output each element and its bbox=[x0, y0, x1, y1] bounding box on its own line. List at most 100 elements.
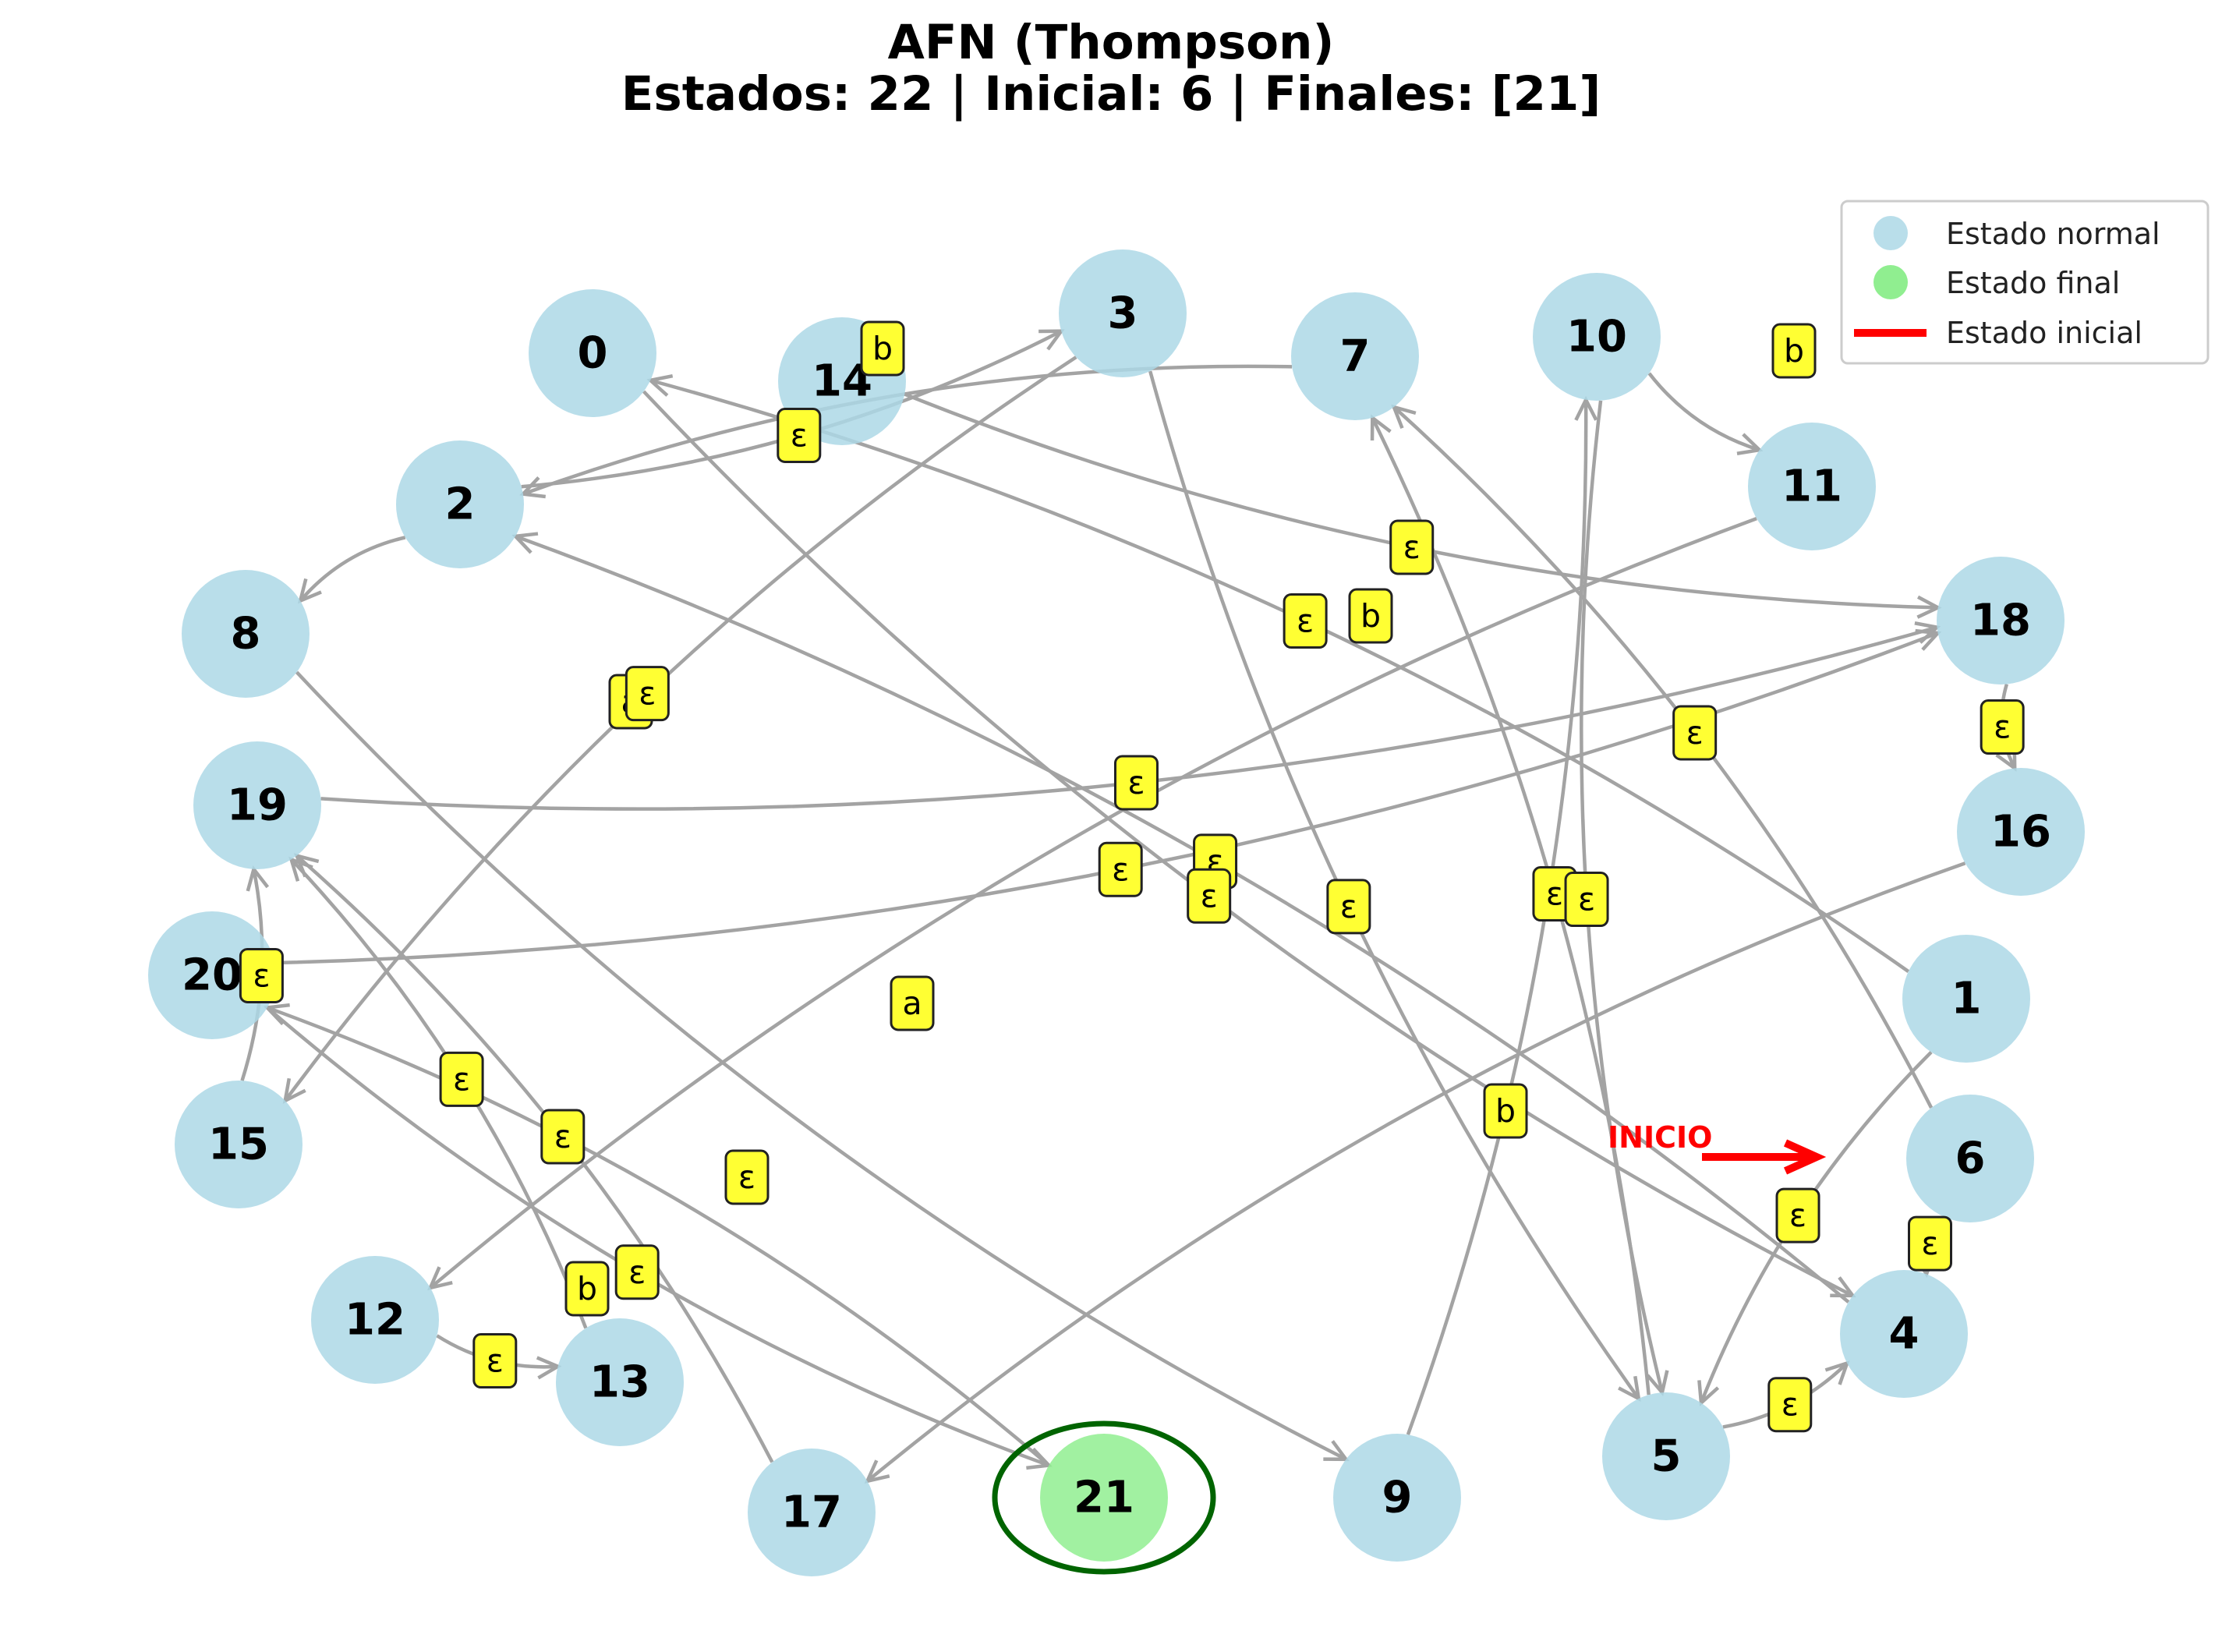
transition-arrowhead-6-7 bbox=[1391, 404, 1417, 429]
state-label: 13 bbox=[589, 1357, 650, 1408]
legend-normal-label: Estado normal bbox=[1946, 217, 2160, 251]
transition-label-1-5: ε bbox=[1775, 1187, 1820, 1243]
legend-final-label: Estado final bbox=[1946, 266, 2120, 300]
transition-arrowhead-9-10 bbox=[1574, 395, 1598, 421]
transition-label-box bbox=[439, 1051, 484, 1107]
transition-label-box bbox=[1908, 1215, 1952, 1272]
transition-arrowhead-10-5 bbox=[1646, 1370, 1669, 1397]
transition-symbol: ε bbox=[453, 1060, 470, 1098]
transition-21-20 bbox=[266, 1006, 1050, 1467]
transition-label-16-17: a bbox=[890, 975, 935, 1031]
transition-label-1-0: ε bbox=[1283, 593, 1328, 649]
transition-symbol: ε bbox=[1789, 1197, 1806, 1234]
transition-label-10-11: b bbox=[1771, 323, 1817, 379]
transition-symbol: ε bbox=[639, 675, 656, 713]
transition-symbol: ε bbox=[1201, 877, 1218, 914]
final-state-circle bbox=[1040, 1434, 1168, 1562]
transition-symbol: ε bbox=[738, 1159, 755, 1196]
legend-initial-label: Estado inicial bbox=[1946, 316, 2142, 350]
transition-symbol: ε bbox=[1546, 876, 1563, 913]
state-label: 6 bbox=[1955, 1134, 1986, 1184]
transition-8-9 bbox=[295, 670, 1347, 1461]
state-circle bbox=[1602, 1392, 1730, 1520]
state-8: 8 bbox=[182, 570, 310, 698]
transition-symbol: ε bbox=[1127, 764, 1145, 801]
state-label: 8 bbox=[231, 609, 261, 660]
chart-title: AFN (Thompson) Estados: 22 | Inicial: 6 … bbox=[0, 17, 2222, 120]
state-circle bbox=[175, 1081, 303, 1208]
transition-arrowhead-5-7 bbox=[1370, 414, 1392, 440]
state-9: 9 bbox=[1333, 1434, 1461, 1562]
transition-label-3-5: ε bbox=[1326, 879, 1371, 935]
state-label: 10 bbox=[1566, 312, 1627, 363]
state-2: 2 bbox=[396, 440, 524, 568]
transition-symbol: b bbox=[1495, 1092, 1516, 1130]
transition-label-box bbox=[624, 666, 670, 722]
state-0: 0 bbox=[529, 289, 656, 417]
transition-label-box bbox=[1775, 1187, 1820, 1243]
transition-label-box bbox=[614, 1244, 660, 1300]
transition-3-15 bbox=[283, 356, 1077, 1102]
transition-symbol: b bbox=[577, 1270, 597, 1307]
legend-normal-marker bbox=[1873, 216, 1908, 250]
state-label: 9 bbox=[1382, 1473, 1413, 1523]
final-state-ring bbox=[992, 1420, 1216, 1575]
transition-label-box bbox=[564, 1261, 610, 1317]
state-circle bbox=[748, 1449, 876, 1576]
transition-arrowhead-15-19 bbox=[246, 865, 270, 892]
transition-label-15-19: ε bbox=[239, 947, 284, 1003]
transition-symbol: ε bbox=[1781, 1386, 1799, 1424]
transition-2-8 bbox=[299, 536, 406, 603]
transition-symbol: ε bbox=[253, 957, 270, 994]
transition-symbol: ε bbox=[554, 1118, 571, 1155]
transition-label-box bbox=[472, 1333, 518, 1389]
transition-label-6-7: ε bbox=[1672, 705, 1718, 761]
state-circle bbox=[1333, 1434, 1461, 1562]
transition-label-20-18: ε bbox=[1098, 841, 1143, 897]
state-label: 12 bbox=[345, 1295, 405, 1346]
transition-11-12 bbox=[429, 517, 1757, 1289]
transition-label-box bbox=[890, 975, 935, 1031]
state-label: 20 bbox=[182, 950, 242, 1001]
legend: Estado normal Estado final Estado inicia… bbox=[1840, 200, 2210, 365]
transition-symbol: ε bbox=[487, 1342, 504, 1380]
state-label: 21 bbox=[1074, 1473, 1134, 1523]
state-7: 7 bbox=[1291, 292, 1419, 420]
state-label: 11 bbox=[1781, 462, 1842, 512]
transition-label-box bbox=[1483, 1083, 1528, 1139]
transition-label-19-18: ε bbox=[1113, 755, 1159, 811]
state-11: 11 bbox=[1748, 423, 1876, 550]
transition-label-box bbox=[1326, 879, 1371, 935]
transition-label-box bbox=[1980, 699, 2025, 755]
transition-symbol: ε bbox=[1994, 709, 2011, 746]
transition-symbol: ε bbox=[1403, 529, 1421, 566]
state-circle bbox=[1533, 273, 1661, 401]
transition-label-box bbox=[1771, 323, 1817, 379]
start-arrow-head bbox=[1783, 1139, 1827, 1175]
transition-symbol: ε bbox=[1112, 851, 1129, 888]
transition-label-10-5: ε bbox=[1564, 872, 1609, 928]
transition-label-box bbox=[1348, 588, 1393, 644]
state-circle bbox=[311, 1256, 439, 1384]
state-circle bbox=[1906, 1095, 2034, 1222]
transition-label-2-3: ε bbox=[777, 408, 822, 463]
transition-symbol: ε bbox=[1340, 888, 1357, 925]
state-label: 0 bbox=[578, 328, 608, 379]
start-label: INICIO bbox=[1608, 1120, 1712, 1155]
state-17: 17 bbox=[748, 1449, 876, 1576]
transition-label-box bbox=[1672, 705, 1718, 761]
transition-label-box bbox=[777, 408, 822, 463]
transition-label-3-15: ε bbox=[624, 666, 670, 722]
state-12: 12 bbox=[311, 1256, 439, 1384]
start-marker: INICIO bbox=[1608, 1120, 1827, 1175]
state-label: 18 bbox=[1970, 596, 2031, 646]
transition-arrowhead-14-18 bbox=[1916, 595, 1942, 619]
transition-label-box bbox=[1098, 841, 1143, 897]
transition-label-0-4: ε bbox=[1187, 868, 1232, 924]
state-label: 4 bbox=[1889, 1309, 1919, 1360]
transition-symbol: ε bbox=[1686, 714, 1704, 752]
transition-label-box bbox=[860, 320, 905, 377]
transition-symbol: b bbox=[872, 330, 893, 367]
transition-9-10 bbox=[1406, 399, 1588, 1435]
transition-label-box bbox=[1564, 872, 1609, 928]
